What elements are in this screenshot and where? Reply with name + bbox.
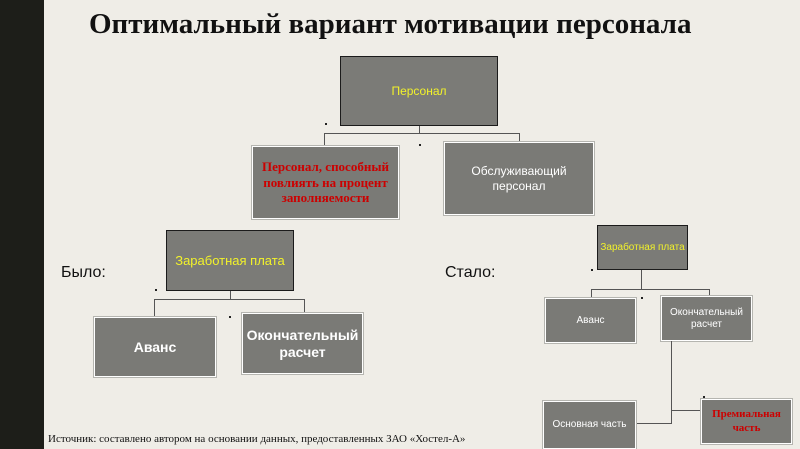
connector [304,299,305,313]
dot-marker [703,396,705,398]
node-personnel-label: Персонал [391,83,447,98]
node-after-bonus-label: Премиальная часть [712,408,781,434]
connector [230,291,231,300]
dot-marker [591,269,593,271]
node-after-final: Окончательный расчет [660,295,753,342]
node-after-base: Основная часть [542,400,637,449]
node-service-staff-label: Обслуживающий персонал [471,164,567,193]
connector [154,299,155,317]
connector [324,133,325,146]
dot-marker [155,289,157,291]
connector [591,289,710,290]
label-after: Стало: [445,264,496,281]
node-after-bonus: Премиальная часть [700,398,793,445]
connector [671,341,672,424]
node-after-advance: Аванс [544,297,637,344]
node-after-base-label: Основная часть [552,419,627,430]
node-before-salary-label: Заработная плата [175,252,285,268]
node-before-advance: Аванс [93,316,217,378]
node-key-staff-label: Персонал, способный повлиять на процент … [262,159,389,206]
node-key-staff: Персонал, способный повлиять на процент … [251,145,400,220]
left-accent-bar [0,0,44,449]
node-before-final-label: Окончательный расчет [246,326,359,360]
connector [324,133,520,134]
label-before: Было: [61,264,106,281]
slide-title: Оптимальный вариант мотивации персонала [89,8,692,40]
node-after-salary-label: Заработная плата [600,241,685,253]
dot-marker [641,297,643,299]
connector [419,126,420,134]
connector [641,270,642,290]
connector [591,289,592,299]
node-before-salary: Заработная плата [166,230,294,291]
connector [154,299,305,300]
node-service-staff: Обслуживающий персонал [443,141,595,216]
connector [519,133,520,142]
dot-marker [229,316,231,318]
node-after-salary: Заработная плата [597,225,688,270]
node-before-final: Окончательный расчет [241,312,364,375]
connector [671,410,701,411]
dot-marker [419,144,421,146]
dot-marker [325,123,327,125]
node-after-final-label: Окончательный расчет [670,306,743,330]
node-after-advance-label: Аванс [576,314,605,326]
connector [636,423,672,424]
node-before-advance-label: Аванс [133,338,177,355]
source-note: Источник: составлено автором на основани… [48,433,466,445]
connector [709,289,710,296]
node-personnel: Персонал [340,56,498,126]
